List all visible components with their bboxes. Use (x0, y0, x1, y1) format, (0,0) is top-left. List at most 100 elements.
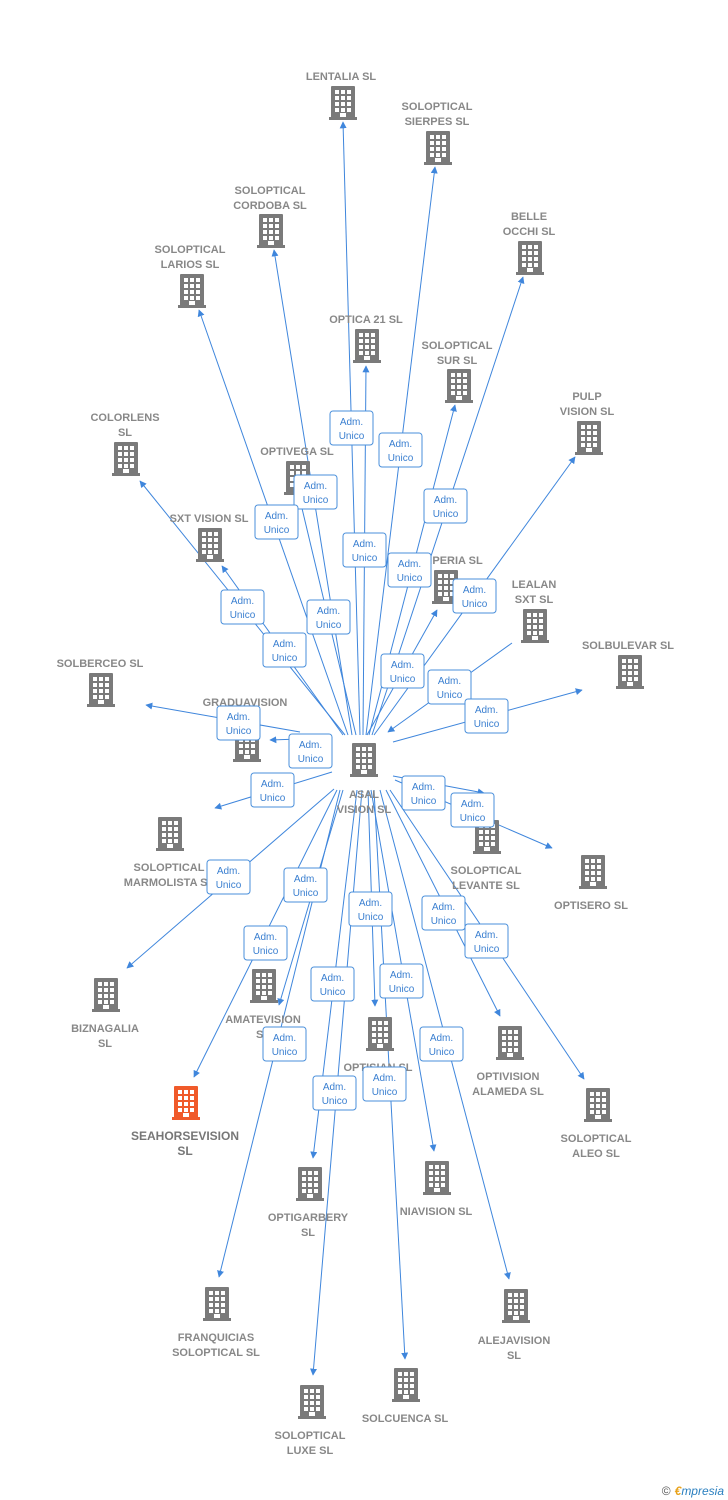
edge-label-solcuenca[interactable]: Adm.Unico (362, 1066, 407, 1102)
edge-label-alejavision[interactable]: Adm.Unico (419, 1026, 464, 1062)
node-label: LENTALIA SL (306, 71, 377, 83)
node-label: SOLOPTICAL SL (172, 1347, 260, 1359)
node-label: LARIOS SL (161, 259, 220, 271)
node-optisian[interactable]: OPTISIAN SL (343, 1017, 413, 1074)
node-lentalia[interactable]: LENTALIA SL (306, 71, 377, 120)
node-label: OPTISERO SL (554, 900, 628, 912)
building-icon (296, 1167, 324, 1201)
edge-label-text: Unico (437, 690, 463, 701)
building-icon (257, 214, 285, 248)
edge-label-box (254, 504, 299, 540)
edge-label-lealan[interactable]: Adm.Unico (427, 669, 472, 705)
edge-label-optica21[interactable]: Adm.Unico (342, 532, 387, 568)
node-optivega[interactable]: OPTIVEGA SL (260, 446, 334, 495)
empresia-logo-mark: € (674, 1484, 682, 1498)
node-label: OPTIVISION (477, 1071, 540, 1083)
node-label: AMATEVISION (225, 1014, 301, 1026)
empresia-logo[interactable]: €mpresia (675, 1484, 724, 1498)
edge-label-box (379, 963, 424, 999)
edge-label-seahorse[interactable]: Adm.Unico (243, 925, 288, 961)
edge-label-cordoba[interactable]: Adm.Unico (293, 474, 338, 510)
node-label: FRANQUICIAS (178, 1332, 254, 1344)
node-niavision[interactable]: NIAVISION SL (400, 1161, 473, 1218)
edge-label-sxt[interactable]: Adm.Unico (262, 632, 307, 668)
edge-label-text: Adm. (373, 1073, 396, 1084)
node-optica21[interactable]: OPTICA 21 SL (329, 314, 403, 363)
edge-label-franquicias[interactable]: Adm.Unico (262, 1026, 307, 1062)
edge-label-biznagalia[interactable]: Adm.Unico (206, 859, 251, 895)
footer-brand[interactable]: ©€mpresia (662, 1484, 724, 1498)
edge-label-larios[interactable]: Adm.Unico (254, 504, 299, 540)
edge-label-text: Unico (339, 431, 365, 442)
node-iperia[interactable]: IPERIA SL (429, 555, 483, 604)
edge-label-marmolista[interactable]: Adm.Unico (250, 772, 295, 808)
building-icon (298, 1385, 326, 1419)
node-label: OCCHI SL (503, 226, 556, 238)
edge-label-optisero[interactable]: Adm.Unico (450, 792, 495, 828)
edge-label-text: Unico (320, 987, 346, 998)
edge-label-graduavision[interactable]: Adm.Unico (288, 733, 333, 769)
edge-label-sierpes[interactable]: Adm.Unico (378, 432, 423, 468)
edge-label-box (306, 599, 351, 635)
building-icon (172, 1086, 200, 1120)
edge-label-text: Adm. (434, 495, 457, 506)
edge-label-luxe[interactable]: Adm.Unico (312, 1075, 357, 1111)
node-solcuenca[interactable]: SOLCUENCA SL (362, 1368, 449, 1425)
edge-label-amatevision[interactable]: Adm.Unico (283, 867, 328, 903)
node-optisero[interactable]: OPTISERO SL (554, 855, 628, 912)
edge-label-alameda[interactable]: Adm.Unico (421, 895, 466, 931)
edge-label-text: Unico (298, 754, 324, 765)
edge-label-optisian[interactable]: Adm.Unico (348, 891, 393, 927)
edge-label-optivega[interactable]: Adm.Unico (306, 599, 351, 635)
edge-label-iperia[interactable]: Adm.Unico (380, 653, 425, 689)
edge-label-optigarbery[interactable]: Adm.Unico (310, 966, 355, 1002)
edge-label-text: Adm. (398, 559, 421, 570)
edge-label-solbulevar[interactable]: Adm.Unico (464, 698, 509, 734)
edge-label-box (387, 552, 432, 588)
node-franquicias[interactable]: FRANQUICIAS SOLOPTICAL SL (172, 1287, 260, 1359)
node-solbulevar[interactable]: SOLBULEVAR SL (582, 640, 674, 689)
edge-label-text: Unico (272, 1047, 298, 1058)
edge-label-box (423, 488, 468, 524)
edge-label-colorlens[interactable]: Adm.Unico (220, 589, 265, 625)
edge-label-levante[interactable]: Adm.Unico (401, 775, 446, 811)
edge-label-niavision[interactable]: Adm.Unico (379, 963, 424, 999)
node-solberceo[interactable]: SOLBERCEO SL (57, 658, 144, 707)
edge-label-text: Adm. (227, 712, 250, 723)
node-label: SXT VISION SL (170, 513, 249, 525)
edge-label-pulp[interactable]: Adm.Unico (452, 578, 497, 614)
node-label: ASAL (349, 789, 379, 801)
building-icon (350, 743, 378, 777)
node-sxt[interactable]: SXT VISION SL (170, 513, 249, 562)
edge-label-text: Unico (264, 525, 290, 536)
building-icon (616, 655, 644, 689)
edge-label-lentalia[interactable]: Adm.Unico (329, 410, 374, 446)
edge-label-aleo[interactable]: Adm.Unico (464, 923, 509, 959)
edge-label-text: Adm. (475, 705, 498, 716)
node-label: SOLOPTICAL (235, 185, 306, 197)
edge-label-text: Adm. (412, 782, 435, 793)
edge-label-belle[interactable]: Adm.Unico (423, 488, 468, 524)
edge-label-solberceo[interactable]: Adm.Unico (216, 705, 261, 741)
edge-label-sur[interactable]: Adm.Unico (387, 552, 432, 588)
edge-label-box (401, 775, 446, 811)
